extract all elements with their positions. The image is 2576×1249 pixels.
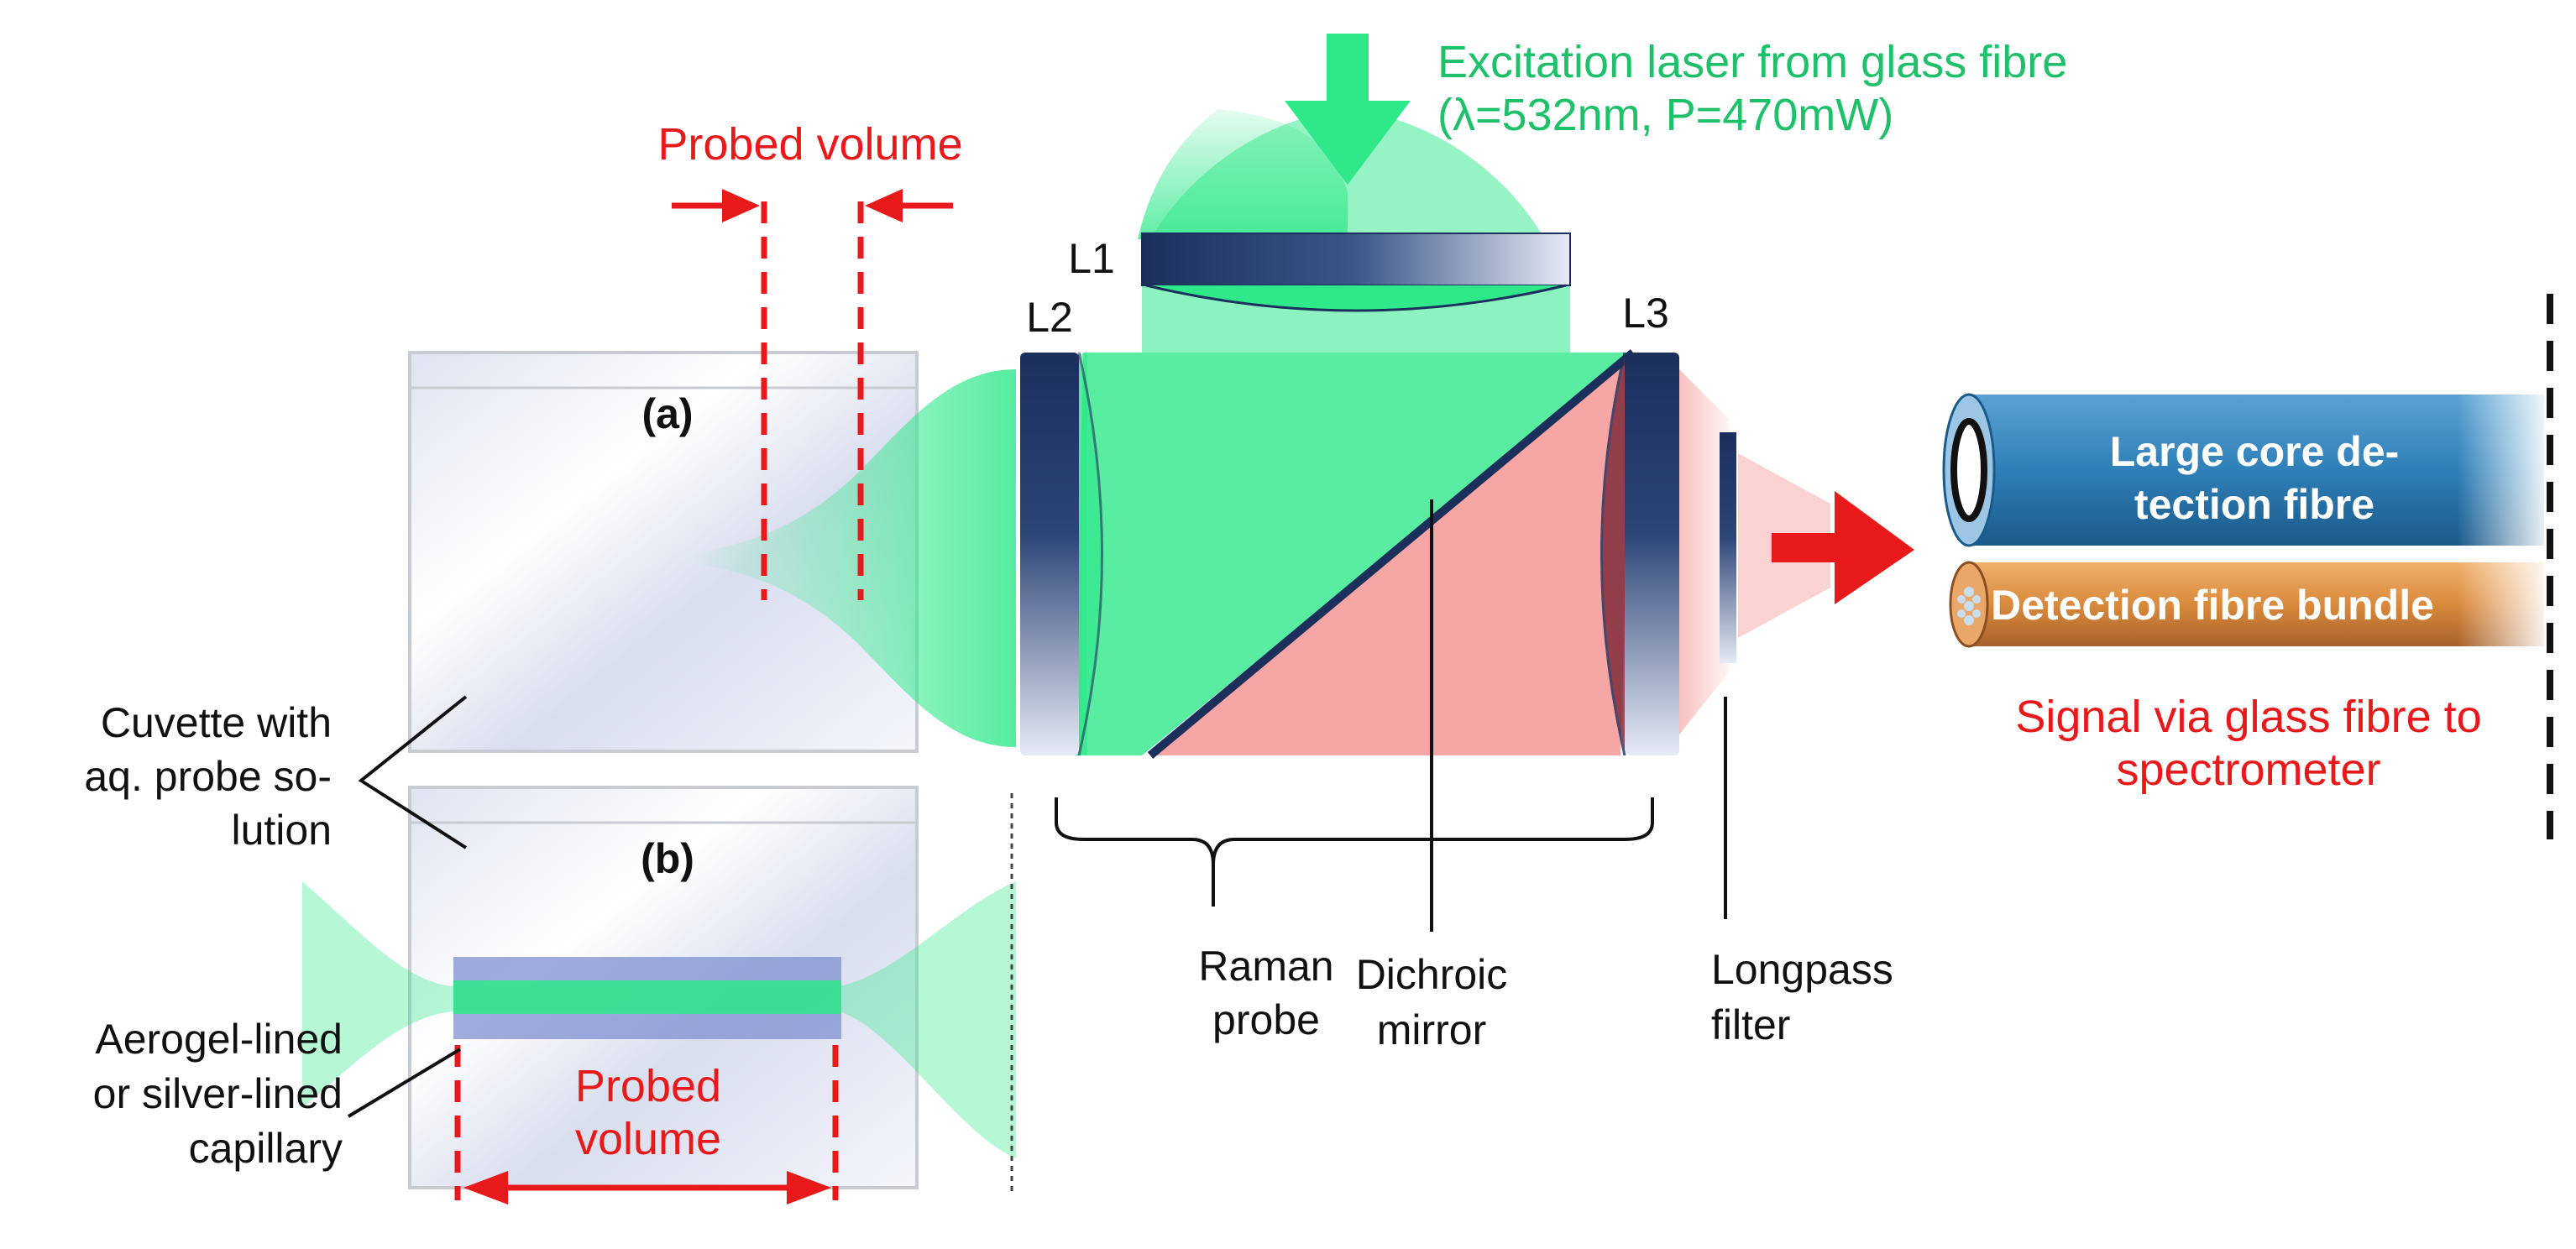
probed-volume-top-markers [672, 189, 953, 600]
longpass-label-line2: filter [1711, 1001, 1790, 1048]
lens-l3 [1625, 353, 1679, 755]
cuvette-label-line2: aq. probe so- [84, 753, 332, 800]
detection-fibre-bundle [1949, 561, 2544, 648]
excitation-beam-right [1348, 109, 1545, 239]
lens-l3-label: L3 [1622, 290, 1669, 337]
longpass-filter [1720, 432, 1736, 663]
excitation-label-line1: Excitation laser from glass fibre [1437, 37, 2067, 87]
signal-label-line2: spectrometer [2116, 745, 2380, 795]
probed-volume-bottom-label-line1: Probed [575, 1061, 721, 1111]
raman-probe-label-line2: probe [1212, 996, 1320, 1043]
probed-volume-top-label: Probed volume [657, 119, 962, 170]
focused-beam-a [689, 369, 1016, 747]
fibre-bundle-label: Detection fibre bundle [1991, 582, 2434, 629]
panel-a-label: (a) [641, 390, 693, 437]
lens-l3-curve [1600, 352, 1626, 756]
lens-l2-curve [1077, 352, 1103, 756]
large-fibre-label-line2: tection fibre [2134, 481, 2374, 528]
capillary-label-line2: or silver-lined [93, 1070, 343, 1117]
capillary-label-line1: Aerogel-lined [95, 1016, 343, 1063]
large-fibre-label-line1: Large core de- [2110, 428, 2400, 475]
lens-l1-curve [1145, 284, 1567, 312]
capillary-label-line3: capillary [189, 1125, 343, 1172]
signal-label-line1: Signal via glass fibre to [2015, 692, 2481, 742]
cuvette-label-line3: lution [231, 807, 332, 854]
cuvette-label-line1: Cuvette with [101, 699, 332, 746]
dichroic-mirror [1147, 349, 1636, 759]
raman-probe-label-line1: Raman [1198, 943, 1333, 990]
lens-l1-label: L1 [1068, 235, 1115, 282]
leader-lines [347, 499, 1727, 1118]
signal-arrow [1772, 491, 1914, 604]
lens-l2 [1020, 353, 1079, 755]
dichroic-label-line2: mirror [1377, 1006, 1487, 1053]
capillary-core-beam [453, 980, 841, 1014]
panel-b-label: (b) [641, 835, 694, 882]
large-core-fibre [1942, 393, 2544, 547]
longpass-label-line1: Longpass [1711, 946, 1893, 993]
lens-l1 [1141, 233, 1571, 286]
excitation-beam-left [1150, 109, 1348, 239]
capillary-beam [302, 881, 1016, 1158]
dichroic-label-line1: Dichroic [1356, 951, 1508, 998]
lens-l2-label: L2 [1026, 294, 1073, 341]
probed-volume-bottom-label-line2: volume [575, 1114, 721, 1164]
green-excitation-region [1075, 353, 1633, 755]
excitation-arrow [1285, 34, 1411, 185]
excitation-label-line2: (λ=532nm, P=470mW) [1437, 90, 1893, 140]
probed-volume-bottom-markers [454, 1045, 839, 1205]
